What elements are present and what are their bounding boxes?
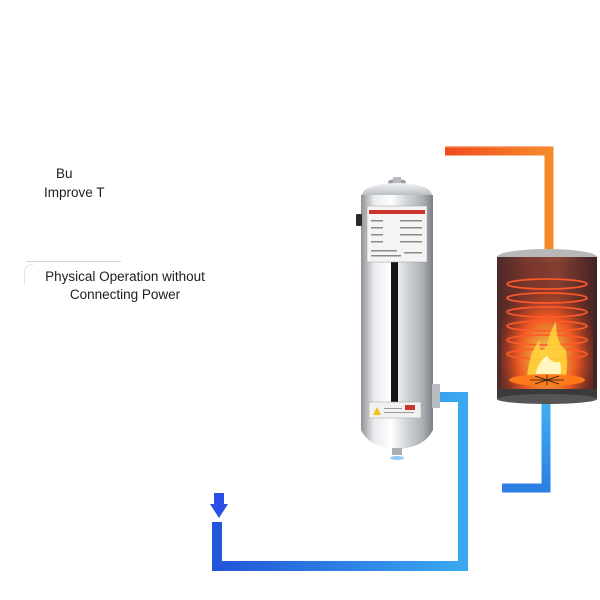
feature-caption: Physical Operation without Connecting Po…: [30, 268, 220, 304]
partial-heading-text-2: Improve T: [44, 185, 105, 200]
hot-water-pipe: [445, 146, 554, 249]
cold-supply-pipe: [212, 392, 468, 571]
faint-divider: [26, 261, 121, 262]
caption-line-1: Physical Operation without: [45, 269, 205, 284]
partial-heading-line-2: Improve T: [44, 184, 144, 202]
faint-corner-mark: [24, 264, 33, 285]
water-heater: [497, 249, 597, 404]
flame-icon: [527, 322, 567, 376]
cold-return-pipe: [502, 398, 551, 493]
arrow-down-icon: [210, 493, 228, 518]
partial-heading-line-1: Bu: [56, 165, 136, 183]
caption-line-2: Connecting Power: [69, 287, 181, 302]
heat-exchanger-cylinder: [356, 177, 440, 460]
partial-heading-text-1: Bu: [56, 166, 73, 181]
